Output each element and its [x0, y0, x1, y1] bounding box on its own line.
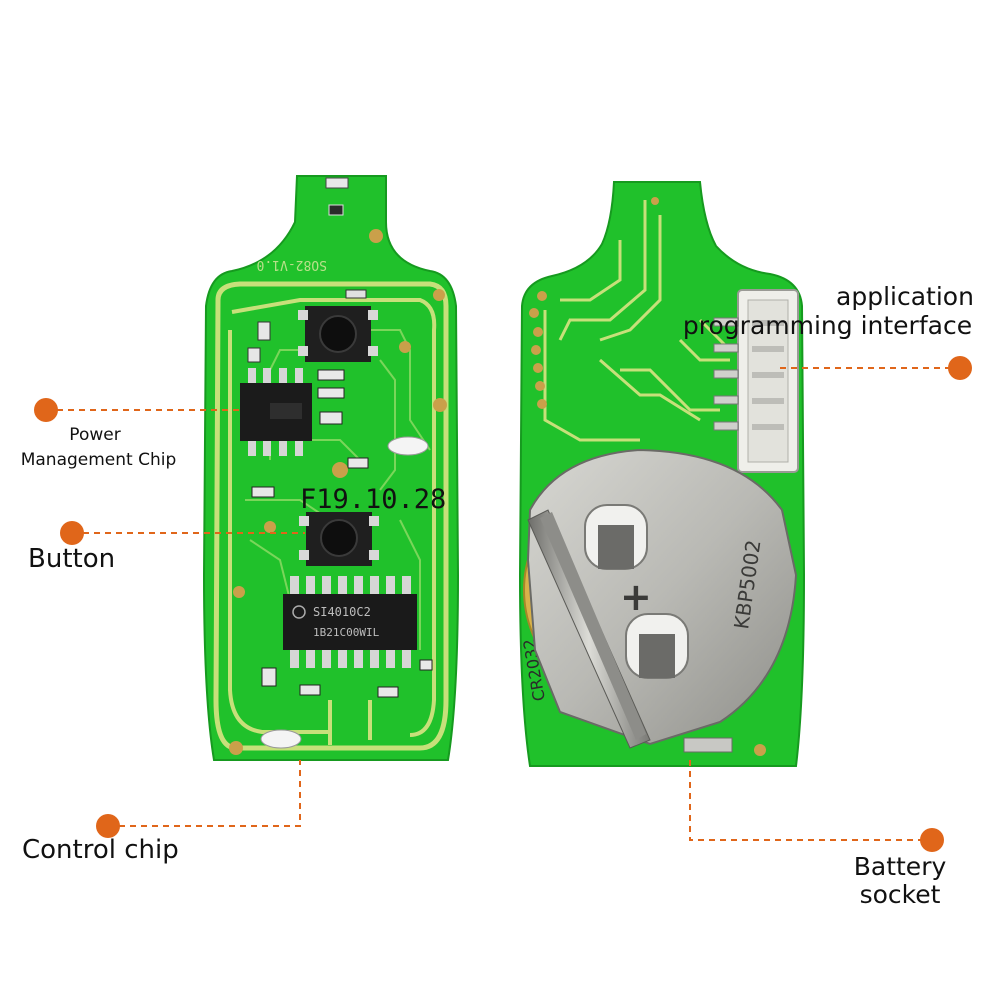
power-management-chip [240, 368, 312, 456]
pcb-front-board: SO82-V1.0 [202, 175, 460, 761]
pcb-back-board: CR2032 + KBP5002 [518, 181, 806, 767]
button-switch-bottom [299, 512, 379, 566]
callout-dot-icon [948, 356, 972, 380]
control-chip-marking-2: 1B21C00WIL [313, 626, 380, 639]
coin-battery: CR2032 + KBP5002 [519, 448, 798, 753]
power-management-label-line1: Power [69, 425, 121, 445]
button-switch-top [298, 306, 378, 362]
callout-lines [46, 367, 960, 841]
power-management-label: Power [40, 425, 150, 446]
programming-connector [713, 289, 799, 473]
callout-dot-icon [96, 814, 120, 838]
power-management-label-2: Management Chip [6, 450, 191, 471]
date-code-text: F19.10.28 [300, 484, 446, 515]
power-management-label-line2: Management Chip [20, 450, 177, 470]
api-label-line2: programming interface [682, 311, 973, 340]
button-label: Button [28, 544, 116, 574]
battery-socket-label-line1: Battery [853, 852, 947, 881]
control-chip: SI4010C2 1B21C00WIL [283, 576, 417, 668]
board-version-text: SO82-V1.0 [257, 257, 327, 272]
control-chip-marking-1: SI4010C2 [313, 605, 371, 619]
svg-text:+: + [620, 575, 652, 619]
control-chip-label: Control chip [22, 835, 179, 865]
callout-dot-icon [920, 828, 944, 852]
callout-dot-icon [34, 398, 58, 422]
callout-dot-icon [60, 521, 84, 545]
api-label-line1: application [836, 282, 974, 311]
battery-socket-label-line2: socket [859, 880, 941, 909]
